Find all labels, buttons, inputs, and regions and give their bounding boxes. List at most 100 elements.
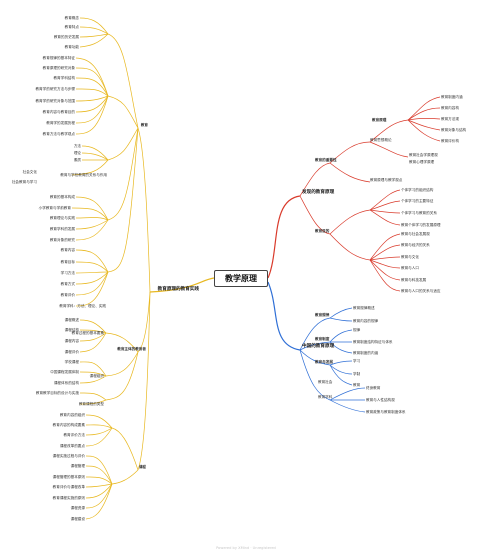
leaf-label[interactable]: 课程内容	[64, 339, 79, 343]
leaf-label[interactable]: 课程管理	[70, 464, 85, 468]
bottom-right-connectors	[267, 281, 366, 413]
leaf-label[interactable]: 教育与社会发展观	[401, 232, 430, 236]
leaf-label[interactable]: 教育内容	[60, 248, 75, 252]
leaf-label[interactable]: 终身教育	[366, 386, 381, 390]
leaf-label[interactable]: 教育个体学习的发展原理	[401, 223, 441, 227]
leaf-label[interactable]: 教育功能	[64, 45, 79, 49]
leaf-label[interactable]: 教育内容的规律	[353, 319, 379, 323]
leaf-label[interactable]: 教育	[353, 383, 361, 387]
branch-top-right[interactable]: 发现的教育原理	[302, 190, 335, 195]
leaf-label[interactable]: 课程实施过程与评价	[52, 454, 85, 458]
leaf-label[interactable]: 课程组织	[89, 374, 104, 378]
leaf-label[interactable]: 教育概念	[64, 16, 79, 20]
leaf-label[interactable]: 教育内容的组织	[59, 413, 85, 417]
leaf-label[interactable]: 教育特点	[64, 25, 79, 29]
leaf-label[interactable]: 教育的历史发展	[53, 35, 79, 39]
leaf-label[interactable]: 教育与经济的关系	[401, 243, 430, 247]
leaf-label[interactable]: 课程评价	[64, 350, 79, 354]
leaf-label[interactable]: 教育课程的类型	[78, 402, 104, 406]
leaf-label[interactable]: 学习	[353, 359, 361, 363]
leaf-label[interactable]: 教育与人性结构观	[366, 398, 395, 402]
leaf-label[interactable]: 社会文化	[22, 170, 37, 174]
subtopic-l1[interactable]: 教育	[140, 123, 148, 127]
leaf-label[interactable]: 教育评价构	[441, 139, 459, 143]
leaf-label[interactable]: 方法	[73, 144, 81, 148]
leaf-label[interactable]: 教育社会学原理观	[409, 153, 438, 157]
subtopic-br1[interactable]: 教育规律	[315, 313, 330, 317]
leaf-label[interactable]: 教育学的发展历程	[46, 121, 75, 125]
branch-bottom-right[interactable]: 中国的教育原理	[302, 344, 335, 349]
subtopic-tr1[interactable]: 教育的重要性	[315, 158, 337, 162]
leaf-label[interactable]: 个体学习与教育的关系	[401, 211, 437, 215]
leaf-label[interactable]: 教育过程的基本要素	[71, 331, 104, 335]
leaf-label[interactable]: 教育课程实施的原则	[52, 496, 85, 500]
leaf-label[interactable]: 教育方法与教学观点	[42, 132, 75, 136]
leaf-label[interactable]: 规律	[353, 328, 361, 332]
leaf-label[interactable]: 教育学的研究对象与范围	[35, 99, 75, 103]
leaf-label[interactable]: 教育与人口	[401, 266, 419, 270]
subtopic-l3[interactable]: 课程	[138, 465, 146, 469]
leaf-label[interactable]: 教育目标	[60, 260, 75, 264]
leaf-label[interactable]: 教育方式	[60, 282, 75, 286]
leaf-label[interactable]: 教育理论与实践	[49, 216, 75, 220]
leaf-label[interactable]: 教育学科的发展	[49, 227, 75, 231]
leaf-label[interactable]: 教育的基本构成	[49, 195, 75, 199]
leaf-label[interactable]: 教育思想概论	[370, 138, 392, 142]
leaf-label[interactable]: 教育内容与教育目的	[42, 110, 75, 114]
subtopic-br2[interactable]: 教育制度	[315, 337, 330, 341]
leaf-label[interactable]: 教育教学目标的设计与实施	[35, 391, 79, 395]
leaf-label[interactable]: 素质	[73, 158, 81, 162]
leaf-label[interactable]: 教育对象的研究	[49, 238, 75, 242]
leaf-label[interactable]: 课程资源	[70, 506, 85, 510]
leaf-label[interactable]: 教育内容的构成要素	[52, 423, 85, 427]
leaf-label[interactable]: 教育规律的基本特征	[42, 56, 75, 60]
leaf-label[interactable]: 教育评价方法	[63, 433, 85, 437]
leaf-label[interactable]: 学制	[353, 372, 361, 376]
leaf-label[interactable]: 课程建设	[70, 517, 85, 521]
subtopic-tr2[interactable]: 教育目的	[315, 229, 330, 233]
leaf-label[interactable]: 教育与文化	[401, 255, 419, 259]
leaf-label[interactable]: 教育与科技发展	[401, 278, 427, 282]
subtopic-br3[interactable]: 教育与发展	[315, 360, 333, 364]
branch-left[interactable]: 教育原理的教育实践	[157, 287, 199, 292]
leaf-label[interactable]: 教育学科结构	[53, 76, 75, 80]
leaf-label[interactable]: 教育政策与教育制度体系	[366, 410, 406, 414]
leaf-label[interactable]: 个体学习的主要特征	[401, 199, 434, 203]
leaf-label[interactable]: 教育原理与教学观点	[370, 178, 403, 182]
leaf-label[interactable]: 课程概述	[64, 318, 79, 322]
leaf-label[interactable]: 课程体系的结构	[53, 381, 79, 385]
leaf-label[interactable]: 教育学科	[318, 395, 333, 399]
leaf-label[interactable]: 教育学科：方法、理论、实践	[59, 304, 106, 308]
leaf-label[interactable]: 课程结构	[64, 328, 79, 332]
leaf-label[interactable]: 教育社会	[318, 380, 333, 384]
leaf-label[interactable]: 小学教育与学前教育	[38, 206, 71, 210]
leaf-label[interactable]: 课程改革的要点	[59, 444, 85, 448]
leaf-label[interactable]: 教育与人口的关系与适应	[401, 289, 441, 293]
leaf-label[interactable]: 理论	[73, 151, 81, 155]
leaf-label[interactable]: 个体学习的组织结构	[401, 188, 434, 192]
leaf-label[interactable]: 教育制度结构特征与体系	[353, 340, 393, 344]
leaf-label[interactable]: 教育规律概述	[353, 306, 375, 310]
leaf-label[interactable]: 教育原理	[372, 118, 387, 122]
leaf-label[interactable]: 教育评价	[60, 293, 75, 297]
leaf-label[interactable]: 中国课程发展体制	[50, 370, 79, 374]
watermark: Powered by XMind · Unregistered	[216, 546, 276, 550]
leaf-label[interactable]: 教育心理学原理	[409, 160, 435, 164]
leaf-label[interactable]: 学校课程	[64, 360, 79, 364]
leaf-label[interactable]: 教育方法观	[441, 117, 459, 121]
top-right-connectors	[267, 96, 441, 292]
leaf-label[interactable]: 社会教育与学习	[11, 180, 37, 184]
subtopic-l2[interactable]: 教育主体的教育者	[117, 347, 146, 351]
leaf-label[interactable]: 学习方法	[60, 271, 75, 275]
leaf-label[interactable]: 教育对象与结构	[441, 128, 467, 132]
leaf-label[interactable]: 教育评价与课程改革	[52, 485, 85, 489]
root-topic[interactable]: 教学原理	[214, 270, 268, 287]
leaf-label[interactable]: 课程管理的基本原则	[52, 475, 85, 479]
leaf-label[interactable]: 教育原理的研究对象	[42, 66, 75, 70]
leaf-label[interactable]: 教育制度的内涵	[353, 351, 379, 355]
leaf-label[interactable]: 教育制度内涵	[441, 95, 463, 99]
leaf-label[interactable]: 教育内容构	[441, 106, 459, 110]
leaf-label[interactable]: 教育学的研究方法与步骤	[35, 87, 75, 91]
leaf-label[interactable]: 教育与学校教育的关系与作用	[60, 173, 107, 177]
